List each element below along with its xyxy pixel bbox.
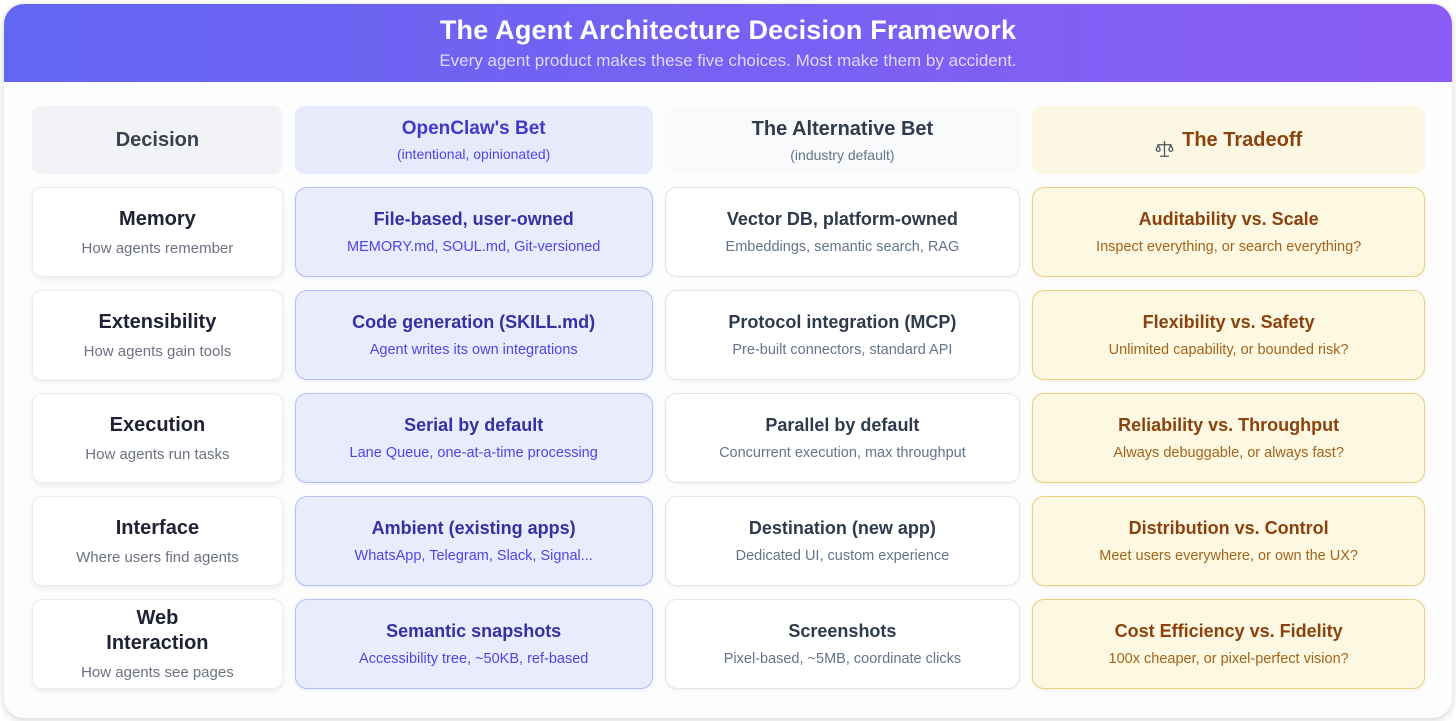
alternative-cell-web-interaction: Screenshots Pixel-based, ~5MB, coordinat… [664,599,1021,689]
alternative-cell-memory: Vector DB, platform-owned Embeddings, se… [664,187,1021,277]
column-header-alternative-bet: The Alternative Bet (industry default) [664,106,1021,174]
decision-cell-web-interaction: Web Interaction How agents see pages [32,599,283,689]
page-title: The Agent Architecture Decision Framewor… [439,15,1017,45]
cell-subtitle: Meet users everywhere, or own the UX? [1099,547,1358,564]
openclaw-cell-extensibility: Code generation (SKILL.md) Agent writes … [294,290,653,380]
cell-title: Screenshots [788,621,897,642]
framework-card: The Agent Architecture Decision Framewor… [4,4,1452,718]
decision-cell-extensibility: Extensibility How agents gain tools [32,290,283,380]
column-header-sublabel: (industry default) [790,146,895,163]
cell-subtitle: MEMORY.md, SOUL.md, Git-versioned [347,238,601,255]
decision-title: Web Interaction [106,607,209,654]
cell-title: Code generation (SKILL.md) [352,312,596,333]
scale-icon [1155,115,1174,166]
column-header-sublabel: (intentional, opinionated) [397,145,551,162]
decision-title: Interface [115,516,200,539]
alternative-cell-extensibility: Protocol integration (MCP) Pre-built con… [664,290,1021,380]
column-header-label: The Tradeoff [1182,128,1303,151]
alternative-cell-interface: Destination (new app) Dedicated UI, cust… [664,496,1021,586]
cell-subtitle: Pre-built connectors, standard API [732,341,953,358]
cell-title: File-based, user-owned [373,209,574,230]
cell-subtitle: 100x cheaper, or pixel-perfect vision? [1108,650,1349,667]
cell-subtitle: Lane Queue, one-at-a-time processing [349,444,598,461]
cell-title: Flexibility vs. Safety [1142,312,1315,333]
tradeoff-cell-extensibility: Flexibility vs. Safety Unlimited capabil… [1032,290,1425,380]
cell-subtitle: Unlimited capability, or bounded risk? [1108,341,1349,358]
decision-subtitle: Where users find agents [76,548,239,566]
cell-subtitle: Pixel-based, ~5MB, coordinate clicks [723,650,962,667]
cell-subtitle: Dedicated UI, custom experience [735,547,950,564]
decision-table: Decision OpenClaw's Bet (intentional, op… [4,82,1452,689]
decision-cell-execution: Execution How agents run tasks [32,393,283,483]
cell-title: Protocol integration (MCP) [728,312,957,333]
decision-subtitle: How agents run tasks [85,445,230,463]
cell-subtitle: Concurrent execution, max throughput [719,444,966,461]
tradeoff-cell-interface: Distribution vs. Control Meet users ever… [1032,496,1425,586]
tradeoff-cell-memory: Auditability vs. Scale Inspect everythin… [1032,187,1425,277]
tradeoff-cell-web-interaction: Cost Efficiency vs. Fidelity 100x cheape… [1032,599,1425,689]
column-header-label: Decision [115,128,200,151]
alternative-cell-execution: Parallel by default Concurrent execution… [664,393,1021,483]
cell-title: Semantic snapshots [386,621,562,642]
cell-title: Distribution vs. Control [1128,518,1329,539]
cell-subtitle: Always debuggable, or always fast? [1113,444,1344,461]
decision-title: Memory [119,207,196,230]
openclaw-cell-execution: Serial by default Lane Queue, one-at-a-t… [294,393,653,483]
tradeoff-cell-execution: Reliability vs. Throughput Always debugg… [1032,393,1425,483]
cell-title: Vector DB, platform-owned [726,209,958,230]
openclaw-cell-interface: Ambient (existing apps) WhatsApp, Telegr… [294,496,653,586]
cell-subtitle: Inspect everything, or search everything… [1096,238,1362,255]
cell-subtitle: Accessibility tree, ~50KB, ref-based [359,650,589,667]
cell-title: Parallel by default [765,415,920,436]
decision-subtitle: How agents see pages [81,664,234,681]
cell-title: Auditability vs. Scale [1138,209,1319,230]
column-header-tradeoff: The Tradeoff [1032,106,1425,174]
openclaw-cell-memory: File-based, user-owned MEMORY.md, SOUL.m… [294,187,653,277]
column-header-decision: Decision [32,106,283,174]
decision-title: Extensibility [98,310,217,333]
decision-subtitle: How agents gain tools [83,342,232,360]
column-header-label: OpenClaw's Bet [401,118,546,140]
cell-title: Cost Efficiency vs. Fidelity [1114,621,1343,642]
page-subtitle: Every agent product makes these five cho… [439,51,1017,70]
cell-title: Serial by default [404,415,544,436]
cell-subtitle: Embeddings, semantic search, RAG [725,238,960,255]
decision-title: Execution [109,413,206,436]
openclaw-cell-web-interaction: Semantic snapshots Accessibility tree, ~… [294,599,653,689]
header-banner: The Agent Architecture Decision Framewor… [4,4,1452,82]
cell-subtitle: WhatsApp, Telegram, Slack, Signal... [354,547,593,564]
column-header-label: The Alternative Bet [751,117,934,140]
column-header-openclaw-bet: OpenClaw's Bet (intentional, opinionated… [294,106,653,174]
cell-title: Destination (new app) [748,518,936,539]
cell-title: Reliability vs. Throughput [1118,415,1340,436]
decision-cell-interface: Interface Where users find agents [32,496,283,586]
decision-cell-memory: Memory How agents remember [32,187,283,277]
cell-title: Ambient (existing apps) [371,518,576,539]
decision-subtitle: How agents remember [81,239,234,257]
cell-subtitle: Agent writes its own integrations [369,341,578,358]
